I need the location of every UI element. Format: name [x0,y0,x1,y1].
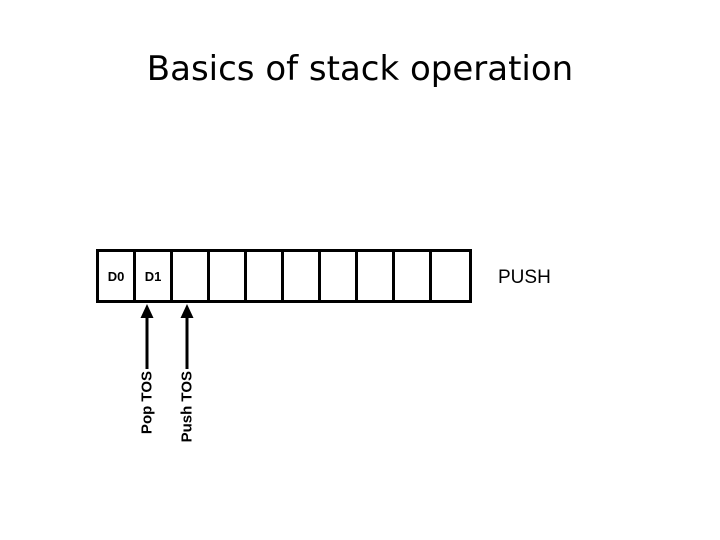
stack-cell[interactable] [210,252,247,300]
pointer-push-tos-label: Push TOS [178,371,196,443]
up-arrow-icon [140,304,154,369]
stack-cell[interactable] [358,252,395,300]
page-title: Basics of stack operation [146,49,574,89]
stack-cell[interactable] [247,252,284,300]
stack-cell-label: D1 [144,268,162,284]
push-caption: PUSH [498,267,551,288]
stack-cell[interactable] [284,252,321,300]
stack-cell[interactable]: D1 [136,252,173,300]
stack-cell-label: D0 [107,268,125,284]
stack-cell[interactable] [321,252,358,300]
pointer-pop-tos-label-wrap: Pop TOS [138,371,156,461]
stack-cell[interactable] [432,252,469,300]
up-arrow-icon [180,304,194,369]
pointer-pop-tos-label: Pop TOS [138,371,156,435]
stack-cell[interactable]: D0 [99,252,136,300]
stack-container: D0 D1 [96,249,472,303]
stack-cell[interactable] [173,252,210,300]
stack-cell[interactable] [395,252,432,300]
pointer-push-tos-label-wrap: Push TOS [178,371,196,461]
